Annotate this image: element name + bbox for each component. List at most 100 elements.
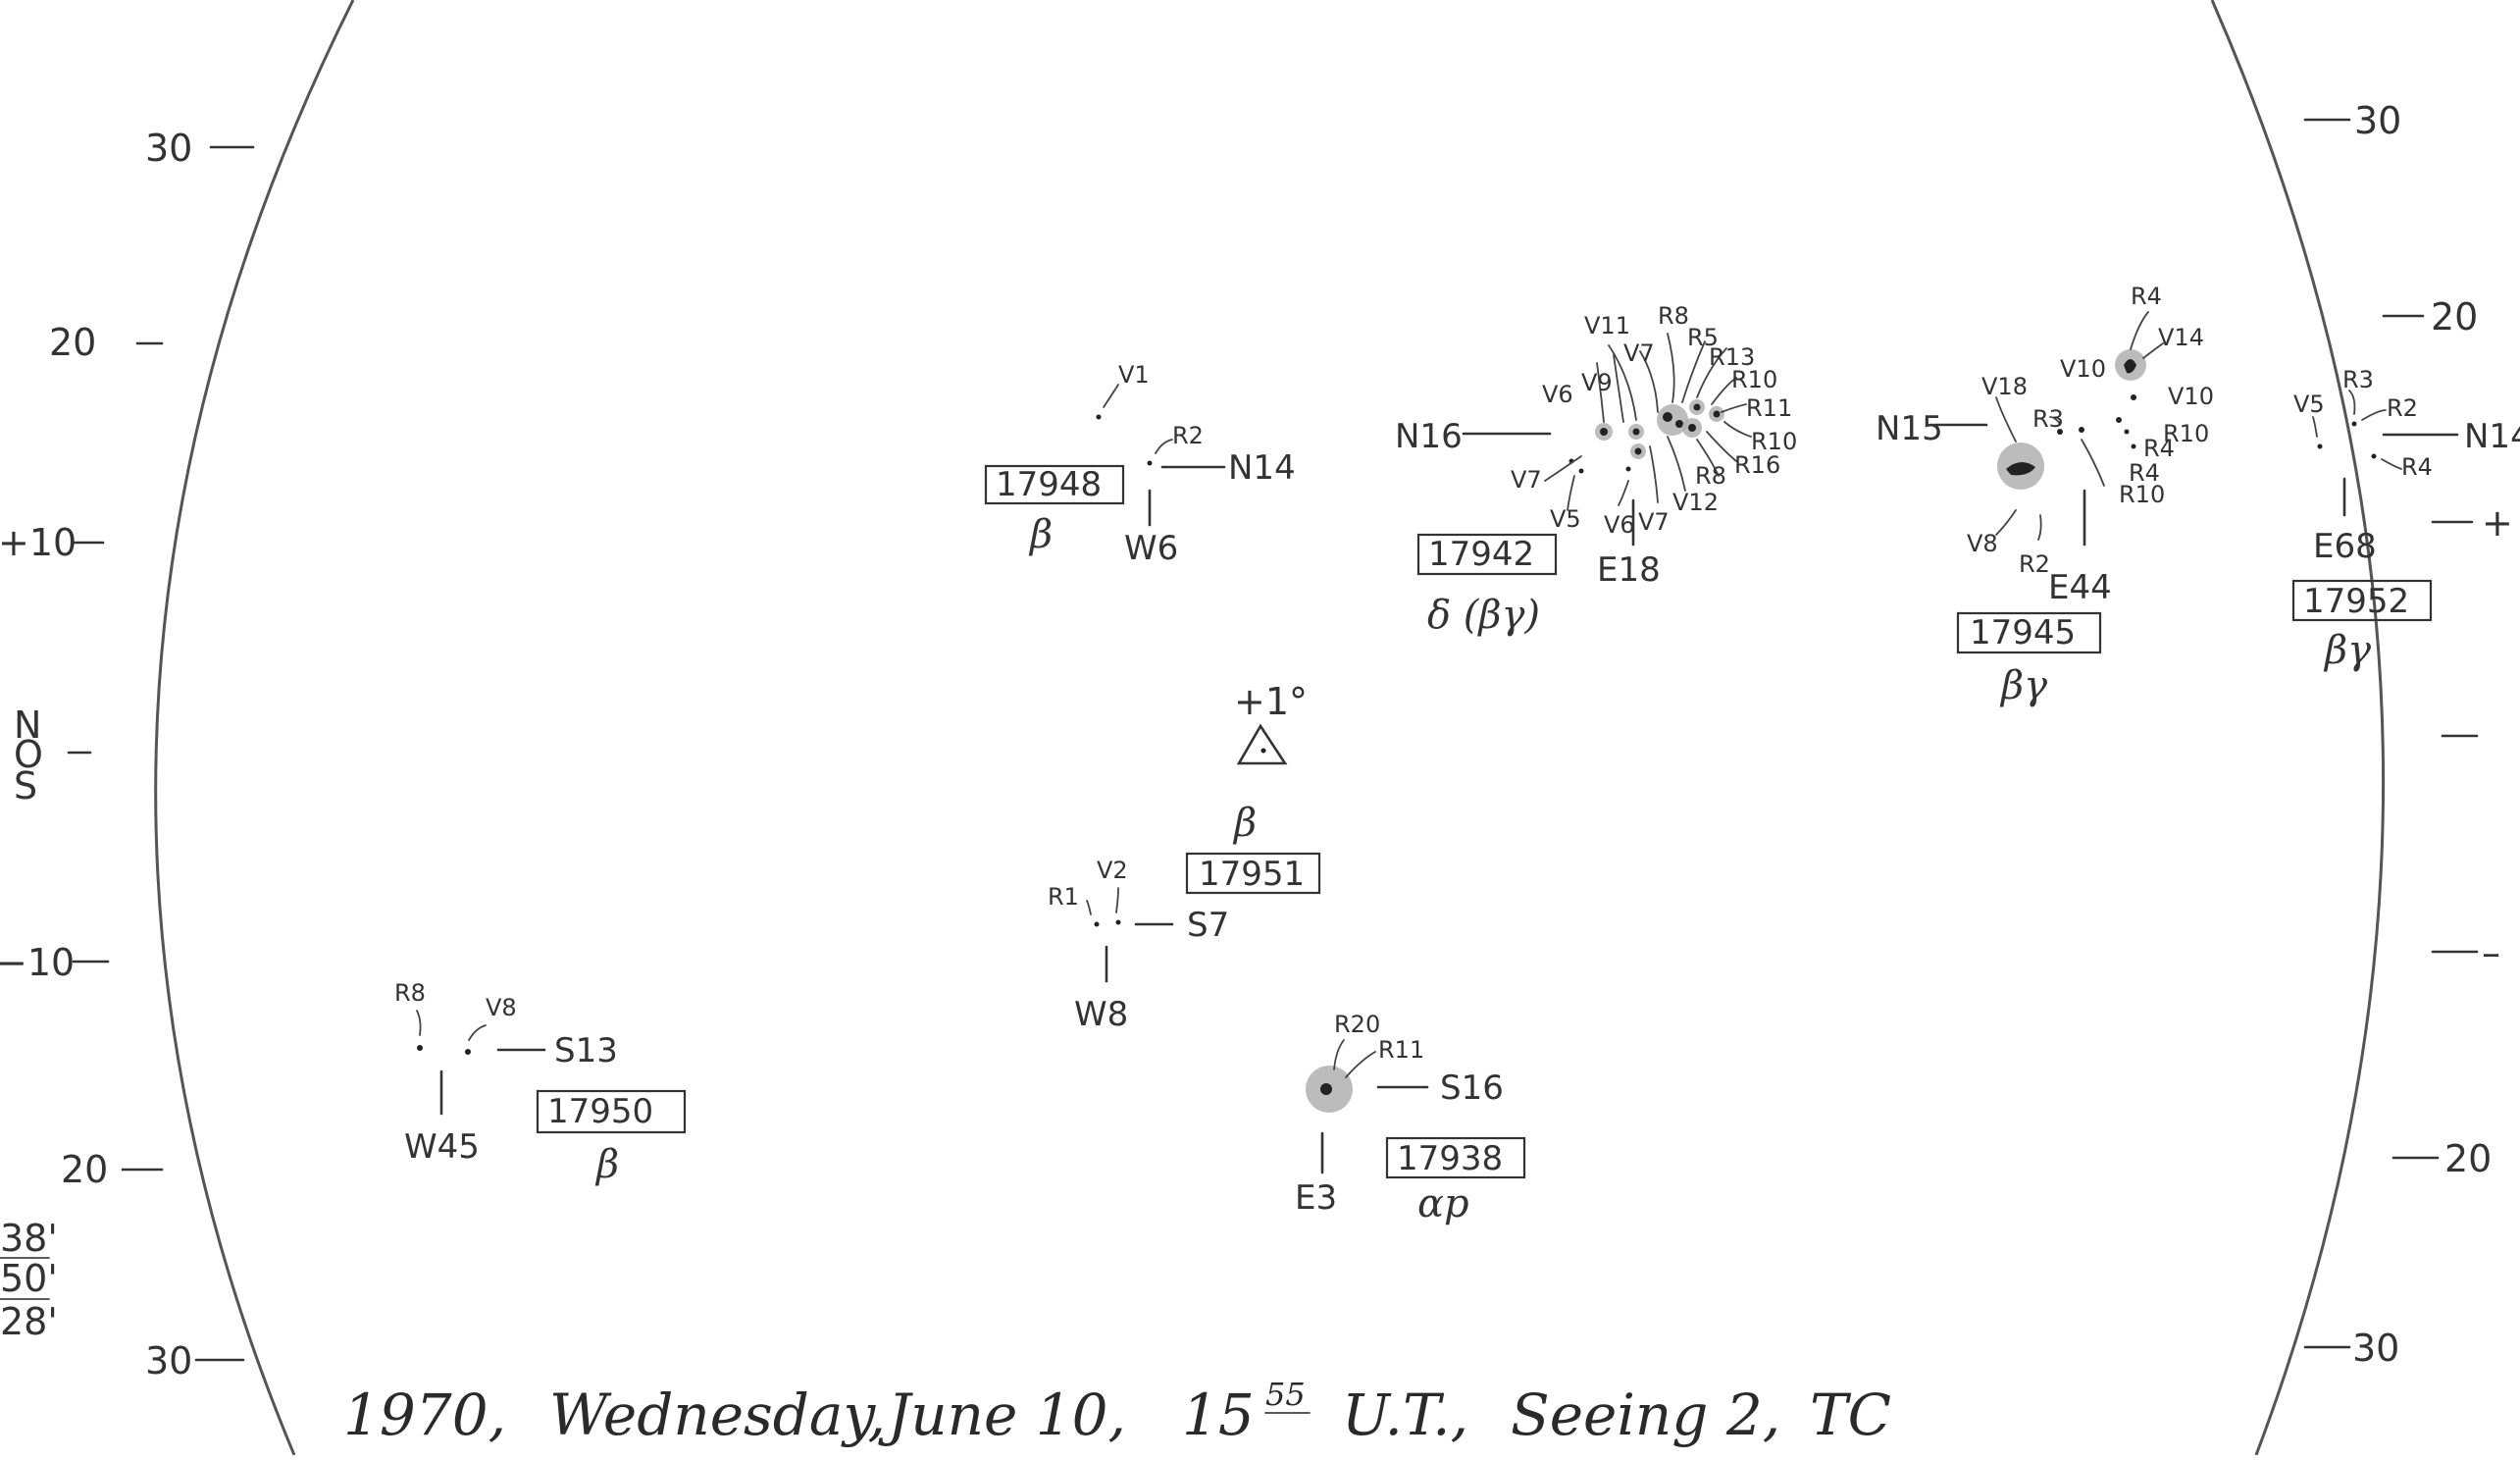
region-class: βγ [1999, 663, 2047, 708]
scale-left-label: 20 [49, 321, 96, 364]
corner-note: 28' [0, 1300, 58, 1343]
spot-label: R8 [394, 979, 426, 1007]
spot-label: V7 [1623, 339, 1655, 367]
spot-label: R2 [2019, 550, 2050, 578]
spot-label: V1 [1118, 361, 1150, 389]
region-class: β [594, 1142, 619, 1187]
spot-label: R3 [2342, 366, 2374, 393]
region-latitude: N16 [1395, 417, 1463, 456]
center-marker: +1° [1234, 680, 1308, 765]
latitude-scale-right: 30 20 + – 20 30 [2303, 99, 2513, 1370]
caption-ut: U.T., [1342, 1382, 1468, 1448]
corner-notes: 38' 50' 28' [0, 1217, 58, 1343]
scale-left-label: O [14, 733, 43, 776]
region-number: 17950 [547, 1092, 653, 1131]
scale-right-label: + [2482, 501, 2513, 545]
spot-label: V10 [2168, 383, 2214, 410]
region-class: βγ [2323, 628, 2371, 673]
scale-left-label: 30 [145, 1339, 192, 1382]
spot-label: V10 [2060, 355, 2106, 383]
scale-left-label: S [14, 764, 37, 808]
region-number: 17945 [1970, 613, 2076, 652]
caption-hour: 15 [1182, 1382, 1255, 1448]
spot-label: R3 [2032, 405, 2064, 433]
region-17950: R8 V8 S13 W45 17950 β [394, 979, 687, 1187]
spot-label: R11 [1378, 1036, 1424, 1064]
region-latitude: N14 [1228, 448, 1296, 488]
spot-label: R13 [1709, 343, 1755, 371]
spot-label: R1 [1048, 883, 1079, 911]
spot-label: V5 [2293, 391, 2325, 418]
spot-label: R2 [2387, 394, 2418, 422]
region-class: β [1232, 801, 1257, 846]
spot-label: R5 [1687, 324, 1719, 351]
spot-label: V7 [1638, 508, 1670, 536]
spot-label: V8 [1967, 530, 1998, 557]
region-class: δ (βγ) [1427, 593, 1540, 638]
scale-left-label: N [14, 704, 41, 747]
region-17942: N16 V11 V7 R8 [1395, 302, 1797, 638]
region-class: αp [1417, 1181, 1469, 1226]
scale-left-label: −10 [0, 941, 75, 984]
region-17952: V5 R3 R2 R4 N14 E68 17952 βγ [2291, 366, 2520, 673]
region-17938: R20 R11 S16 E3 17938 αp [1295, 1011, 1526, 1226]
spot-label: R8 [1658, 302, 1689, 330]
spot-label: V18 [1981, 373, 2028, 400]
region-longitude: W6 [1124, 529, 1178, 568]
spot-label: R10 [2163, 420, 2209, 447]
latitude-scale-left: 30 20 +10 N O S −10 20 30 [0, 127, 255, 1382]
region-number: 17942 [1428, 535, 1534, 574]
spot-label: R2 [1172, 422, 1204, 449]
spot-label: R10 [2119, 481, 2165, 508]
scale-right-label: – [2482, 931, 2500, 974]
spot-label: V2 [1097, 857, 1128, 884]
scale-left-label: 20 [61, 1148, 108, 1191]
spot-label: V6 [1542, 381, 1573, 408]
spot-label: R4 [2129, 459, 2160, 487]
region-latitude: S7 [1187, 906, 1229, 945]
scale-right-label: 30 [2354, 99, 2401, 142]
spot-label: V9 [1581, 369, 1613, 396]
corner-note: 38' [0, 1217, 58, 1260]
caption-seeing: Seeing 2, [1511, 1382, 1780, 1448]
region-latitude: S13 [554, 1031, 618, 1070]
region-latitude: S16 [1440, 1069, 1504, 1108]
spot-label: R4 [2131, 283, 2162, 310]
caption-minute: 55 [1265, 1376, 1306, 1413]
region-number: 17938 [1397, 1139, 1503, 1178]
spot-label: R4 [2143, 435, 2175, 462]
center-marker-label: +1° [1234, 680, 1308, 723]
spot-label: R10 [1731, 366, 1777, 393]
spot-label: V11 [1584, 312, 1630, 339]
scale-left-label: 30 [145, 127, 192, 170]
corner-note: 50' [0, 1257, 58, 1300]
region-class: β [1028, 512, 1053, 557]
region-longitude: W8 [1074, 995, 1128, 1034]
caption-year: 1970, [343, 1382, 506, 1448]
caption-observer: TC [1810, 1382, 1891, 1448]
spot-label: V6 [1604, 511, 1635, 539]
region-longitude: E18 [1597, 550, 1661, 590]
spot-label: V12 [1672, 489, 1719, 516]
region-latitude: N15 [1876, 409, 1943, 448]
region-17951: R1 V2 S7 W8 17951 β [1048, 801, 1321, 1034]
region-number: 17952 [2303, 582, 2409, 621]
solar-limb-right [2210, 0, 2385, 1456]
spot-label: V5 [1550, 505, 1581, 533]
region-17948: V1 R2 N14 W6 17948 β [984, 361, 1296, 568]
spot-label: R16 [1734, 451, 1780, 479]
region-number: 17948 [996, 465, 1102, 504]
spot-label: R8 [1695, 462, 1726, 490]
region-latitude: N14 [2464, 417, 2520, 456]
caption-date: June 10, [878, 1382, 1126, 1448]
spot-label: V7 [1511, 466, 1542, 494]
scale-right-label: 20 [2431, 295, 2478, 339]
solar-limb-left [154, 0, 355, 1456]
spot-label: R20 [1334, 1011, 1380, 1038]
region-longitude: E3 [1295, 1178, 1337, 1218]
spot-label: R11 [1746, 394, 1792, 422]
scale-right-label: 20 [2444, 1137, 2492, 1180]
region-longitude: E44 [2048, 568, 2112, 607]
